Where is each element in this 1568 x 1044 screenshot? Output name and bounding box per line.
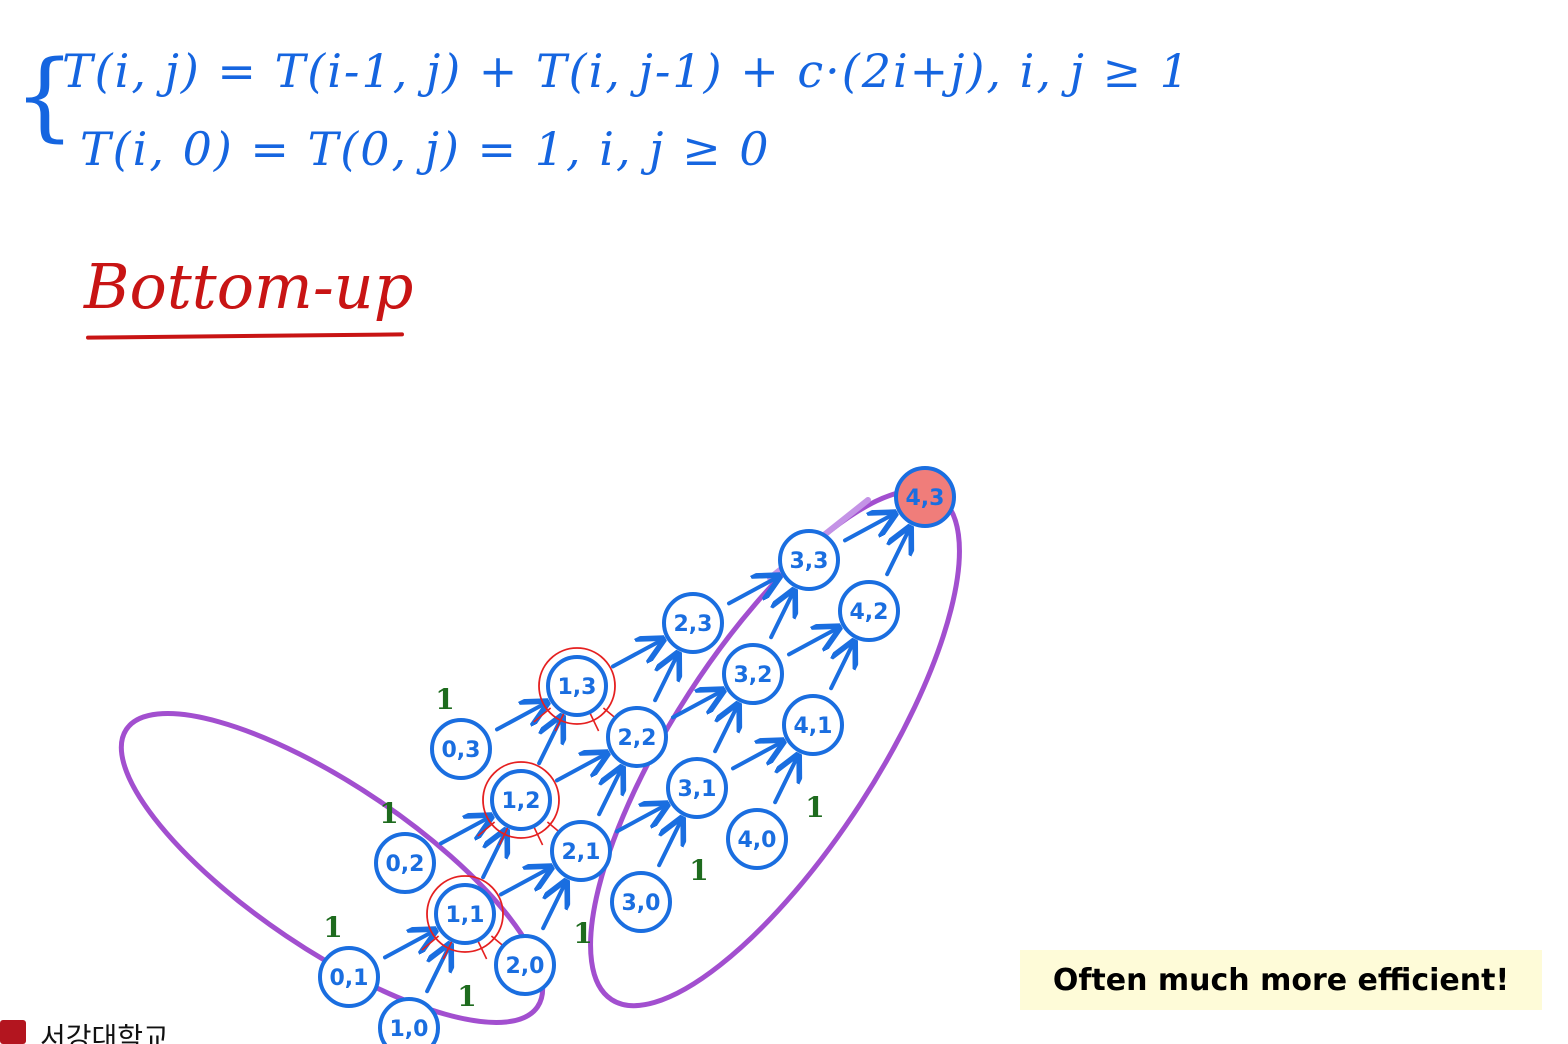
dependency-arrow xyxy=(843,515,893,543)
dependency-arrow xyxy=(615,806,665,834)
node-label: 1,1 xyxy=(446,903,485,928)
dependency-arrow xyxy=(653,656,677,703)
subproblem-node xyxy=(430,718,492,780)
recompute-tick xyxy=(554,713,565,732)
base-value-label: 1 xyxy=(435,683,454,716)
dependency-arrow xyxy=(597,770,621,817)
base-value-label: 1 xyxy=(805,791,824,824)
dependency-arrow xyxy=(769,593,793,640)
subproblem-node xyxy=(490,769,552,831)
brace-symbol: { xyxy=(14,40,76,152)
dependency-arrow xyxy=(499,869,549,897)
subproblem-node xyxy=(494,934,556,996)
note-box: Often much more efficient! xyxy=(1020,950,1542,1010)
subproblem-node xyxy=(666,757,728,819)
recompute-tick xyxy=(442,941,453,960)
subproblem-node xyxy=(838,580,900,642)
node-label: 0,1 xyxy=(330,966,369,991)
recompute-tick xyxy=(498,827,509,846)
dependency-arrow xyxy=(541,884,565,931)
subproblem-node xyxy=(610,871,672,933)
node-label: 3,0 xyxy=(622,891,661,916)
base-value-label: 1 xyxy=(457,980,476,1013)
recompute-tick xyxy=(533,827,544,846)
recurrence-equation: T(i, j) = T(i-1, j) + T(i, j-1) + c·(2i+… xyxy=(62,44,1191,98)
dependency-arrow xyxy=(727,578,777,606)
node-label: 2,2 xyxy=(618,726,657,751)
dependency-arrow xyxy=(495,704,545,732)
subproblem-node xyxy=(374,832,436,894)
subproblem-node xyxy=(782,694,844,756)
dependency-arrow xyxy=(773,758,797,805)
method-title: Bottom-up xyxy=(84,250,414,323)
dependency-arrow xyxy=(829,644,853,691)
base-value-label: 1 xyxy=(323,911,342,944)
subproblem-node xyxy=(546,655,608,717)
node-label: 2,3 xyxy=(674,612,713,637)
node-label: 2,1 xyxy=(562,840,601,865)
university-name: 서강대학교 xyxy=(40,1024,169,1044)
university-logo xyxy=(0,1020,26,1044)
subproblem-node xyxy=(726,808,788,870)
node-label: 4,1 xyxy=(794,714,833,739)
node-label: 3,2 xyxy=(734,663,773,688)
target-node xyxy=(894,466,956,528)
dependency-arrow xyxy=(383,932,433,960)
recompute-mark xyxy=(482,761,560,839)
base-value-label: 1 xyxy=(379,797,398,830)
dependency-arrow xyxy=(787,629,837,657)
node-label: 0,2 xyxy=(386,852,425,877)
recompute-tick xyxy=(477,821,496,837)
dependency-arrow xyxy=(713,707,737,754)
node-label: 4,0 xyxy=(738,828,777,853)
subproblem-node xyxy=(606,706,668,768)
node-label: 4,2 xyxy=(850,600,889,625)
node-label: 3,1 xyxy=(678,777,717,802)
subproblem-node xyxy=(778,529,840,591)
node-label: 1,0 xyxy=(390,1017,429,1042)
node-label: 3,3 xyxy=(790,549,829,574)
base-value-label: 1 xyxy=(689,854,708,887)
dependency-arrow xyxy=(555,755,605,783)
node-label: 4,3 xyxy=(906,486,945,511)
recompute-tick xyxy=(421,935,440,951)
node-label: 2,0 xyxy=(506,954,545,979)
subproblem-node xyxy=(378,997,440,1044)
base-case-ellipse-left xyxy=(118,711,546,1025)
dependency-arrow xyxy=(731,743,781,771)
subproblem-node xyxy=(434,883,496,945)
base-case-ellipse-right xyxy=(588,487,962,1009)
note-text: Often much more efficient! xyxy=(1052,962,1510,998)
base-value-label: 1 xyxy=(573,917,592,950)
base-case-equation: T(i, 0) = T(0, j) = 1, i, j ≥ 0 xyxy=(80,122,771,176)
recompute-tick xyxy=(477,941,488,960)
dependency-arrow xyxy=(885,530,909,577)
dependency-arrow xyxy=(439,818,489,846)
subproblem-node xyxy=(318,946,380,1008)
subproblem-node xyxy=(722,643,784,705)
recompute-tick xyxy=(589,713,600,732)
dependency-arrow xyxy=(657,821,681,868)
recompute-mark xyxy=(538,647,616,725)
subproblem-node xyxy=(662,592,724,654)
node-label: 1,2 xyxy=(502,789,541,814)
node-label: 1,3 xyxy=(558,675,597,700)
node-label: 0,3 xyxy=(442,738,481,763)
recompute-mark xyxy=(426,875,504,953)
subproblem-node xyxy=(550,820,612,882)
dependency-arrow xyxy=(611,641,661,669)
dependency-arrow xyxy=(671,692,721,720)
recompute-tick xyxy=(533,707,552,723)
